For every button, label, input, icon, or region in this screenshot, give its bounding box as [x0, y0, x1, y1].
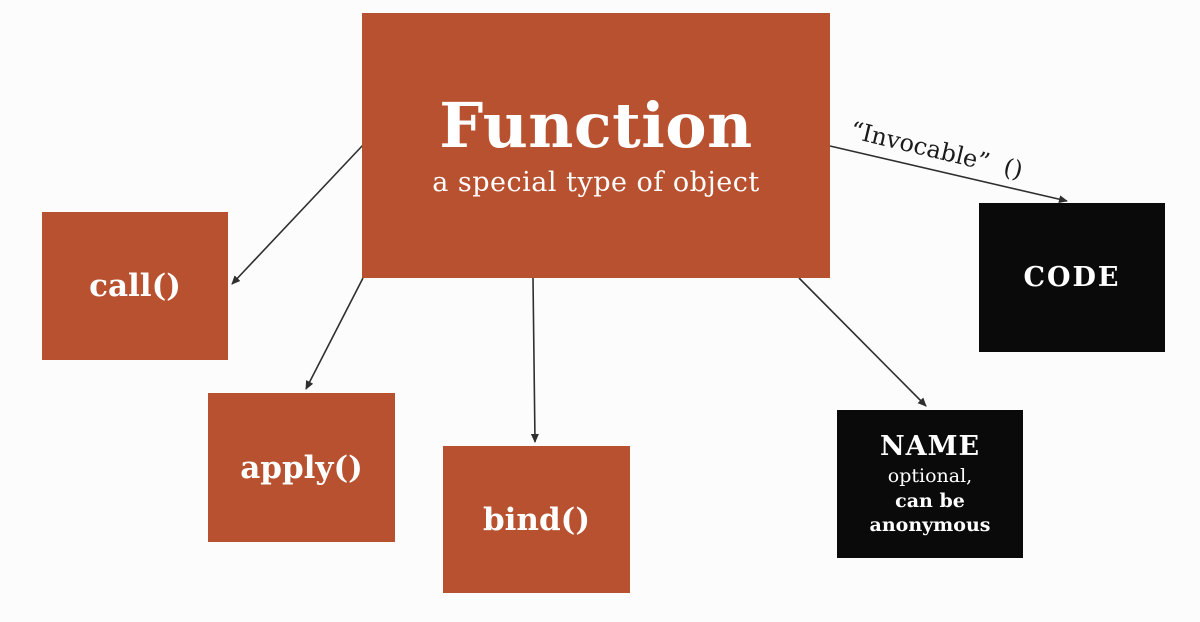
edge-function-to-name: [798, 277, 927, 407]
invocable-edge-label: “Invocable” (): [847, 116, 1026, 185]
bind-node: bind(): [443, 446, 630, 593]
function-node: Function a special type of object: [362, 13, 830, 278]
edge-function-to-bind: [530, 277, 539, 443]
call-label: call(): [89, 268, 181, 304]
edge-function-to-call: [231, 144, 364, 285]
edge-function-to-apply: [305, 277, 364, 390]
name-note-line: optional,: [887, 464, 973, 487]
function-title: Function: [439, 89, 753, 163]
apply-label: apply(): [240, 449, 363, 486]
name-note-line: anonymous: [869, 514, 991, 537]
call-node: call(): [42, 212, 228, 360]
name-node: NAME optional, can be anonymous: [837, 410, 1023, 558]
code-label: CODE: [1023, 262, 1121, 293]
name-title: NAME: [879, 431, 981, 463]
bind-label: bind(): [482, 501, 590, 538]
code-node: CODE: [979, 203, 1165, 352]
name-note-line: can be: [895, 489, 965, 512]
function-subtitle: a special type of object: [432, 166, 760, 198]
apply-node: apply(): [208, 393, 395, 542]
